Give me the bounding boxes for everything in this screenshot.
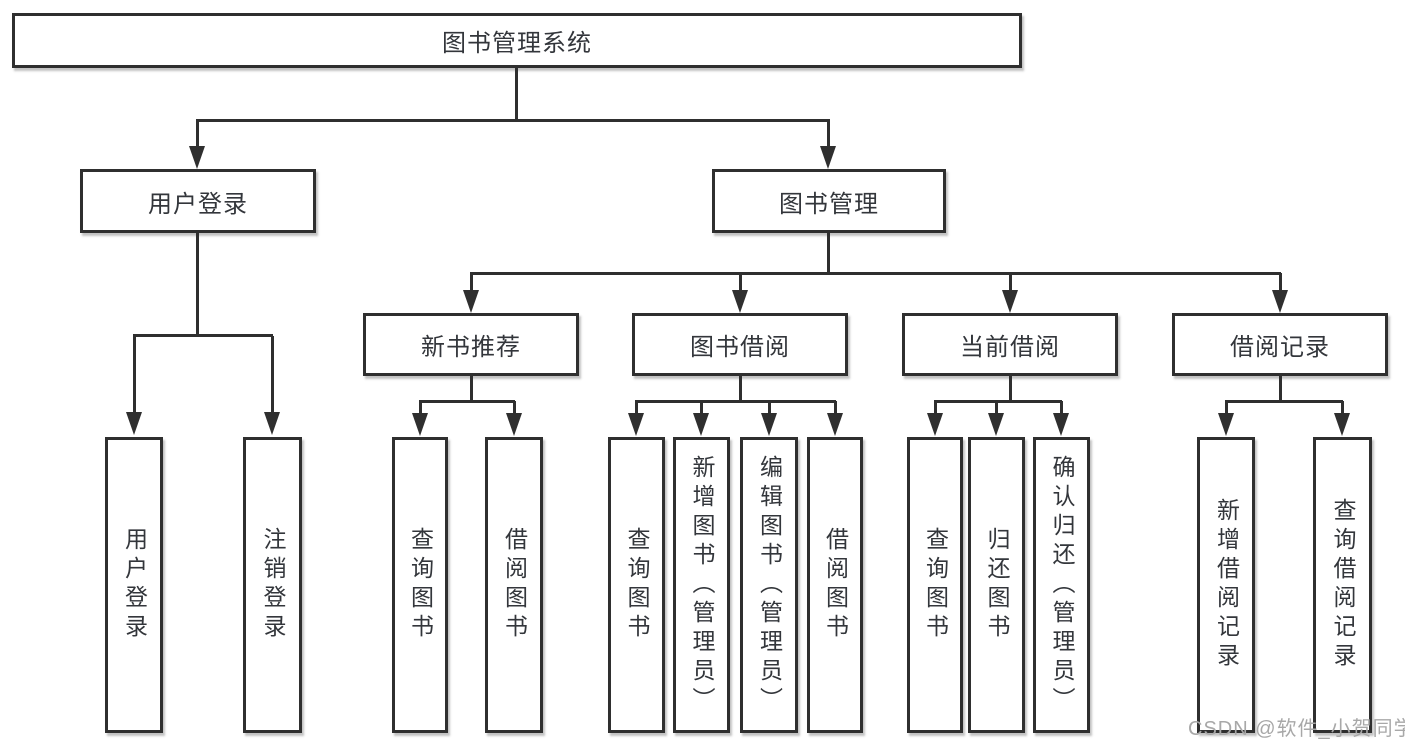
connector-line: [1225, 401, 1228, 414]
arrowhead-down-icon: [506, 413, 522, 436]
leaf-borrow-books-recommend: 借阅图书: [485, 437, 543, 733]
connector-line: [1279, 273, 1282, 292]
arrowhead-down-icon: [1053, 413, 1069, 436]
leaf-edit-books-admin: 编辑图书（管理员）: [740, 437, 798, 733]
connector-line: [934, 400, 1062, 403]
arrowhead-down-icon: [820, 146, 836, 169]
arrowhead-down-icon: [463, 290, 479, 313]
connector-line: [470, 273, 473, 292]
node-library-management-system: 图书管理系统: [12, 13, 1022, 68]
leaf-user-login: 用户登录: [105, 437, 163, 733]
connector-line: [827, 233, 830, 273]
arrowhead-down-icon: [189, 146, 205, 169]
connector-line: [513, 401, 516, 414]
connector-line: [419, 400, 515, 403]
node-new-book-recommend: 新书推荐: [363, 313, 579, 376]
connector-line: [1009, 273, 1012, 292]
connector-line: [1009, 376, 1012, 401]
arrowhead-down-icon: [1002, 290, 1018, 313]
connector-line: [1279, 376, 1282, 401]
node-book-management: 图书管理: [712, 169, 946, 233]
connector-line: [934, 401, 937, 414]
arrowhead-down-icon: [988, 413, 1004, 436]
arrowhead-down-icon: [827, 413, 843, 436]
connector-line: [1341, 401, 1344, 414]
leaf-borrow-books: 借阅图书: [807, 437, 863, 733]
leaf-query-books-current: 查询图书: [907, 437, 963, 733]
arrowhead-down-icon: [126, 412, 142, 435]
arrowhead-down-icon: [761, 413, 777, 436]
leaf-query-books-recommend: 查询图书: [392, 437, 448, 733]
connector-line: [470, 272, 1281, 275]
connector-line: [196, 233, 199, 335]
arrowhead-down-icon: [628, 413, 644, 436]
leaf-logout: 注销登录: [243, 437, 302, 733]
connector-line: [739, 273, 742, 292]
leaf-confirm-return-admin: 确认归还（管理员）: [1033, 437, 1090, 733]
arrowhead-down-icon: [1218, 413, 1234, 436]
connector-line: [995, 401, 998, 414]
node-current-borrow: 当前借阅: [902, 313, 1118, 376]
connector-line: [1060, 401, 1063, 414]
leaf-return-books: 归还图书: [968, 437, 1025, 733]
arrowhead-down-icon: [412, 413, 428, 436]
arrowhead-down-icon: [927, 413, 943, 436]
connector-line: [635, 400, 836, 403]
connector-line: [827, 120, 830, 147]
connector-line: [419, 401, 422, 414]
node-user-login: 用户登录: [80, 169, 316, 233]
connector-line: [700, 401, 703, 414]
connector-line: [196, 119, 830, 122]
arrowhead-down-icon: [732, 290, 748, 313]
leaf-add-borrow-record: 新增借阅记录: [1197, 437, 1255, 733]
connector-line: [470, 376, 473, 401]
node-borrow-records: 借阅记录: [1172, 313, 1388, 376]
connector-line: [196, 120, 199, 147]
arrowhead-down-icon: [264, 412, 280, 435]
node-book-borrow: 图书借阅: [632, 313, 848, 376]
connector-line: [1225, 400, 1343, 403]
csdn-watermark: CSDN @软件_小贺同学: [1188, 718, 1405, 740]
arrowhead-down-icon: [1272, 290, 1288, 313]
connector-line: [515, 68, 518, 120]
connector-line: [133, 336, 136, 412]
arrowhead-down-icon: [1334, 413, 1350, 436]
leaf-query-books-borrow: 查询图书: [608, 437, 665, 733]
connector-line: [834, 401, 837, 414]
connector-line: [133, 334, 273, 337]
leaf-add-books-admin: 新增图书（管理员）: [673, 437, 730, 733]
connector-line: [271, 336, 274, 412]
arrowhead-down-icon: [693, 413, 709, 436]
connector-line: [739, 376, 742, 401]
connector-line: [635, 401, 638, 414]
connector-line: [768, 401, 771, 414]
leaf-query-borrow-record: 查询借阅记录: [1313, 437, 1372, 733]
